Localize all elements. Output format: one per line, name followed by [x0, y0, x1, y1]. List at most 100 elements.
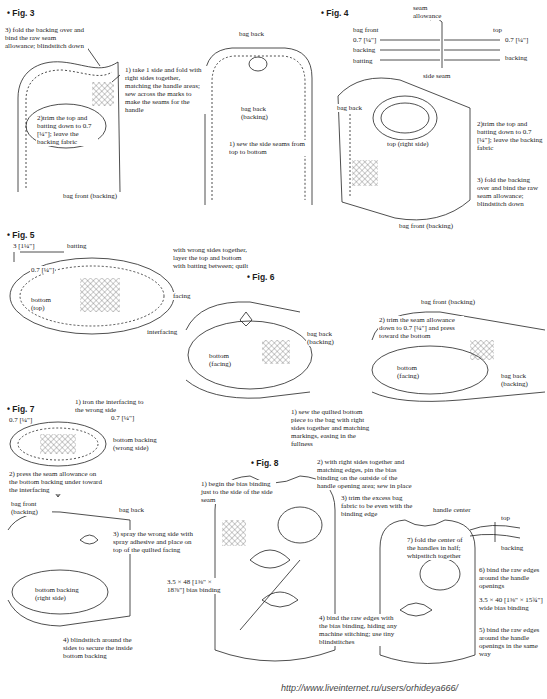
- illustration-path: [240, 560, 300, 630]
- instruction-note: 1) sew the quilted bottom piece to the b…: [290, 408, 376, 448]
- figure-heading: • Fig. 8: [250, 458, 280, 468]
- instruction-note: 1) iron the interfacing to the wrong sid…: [74, 398, 148, 414]
- part-label: bag front: [352, 26, 379, 34]
- dimension-label: 3 [1¼"]: [12, 242, 36, 250]
- illustration-rect: [40, 434, 76, 454]
- instruction-note: 2)trim the top and batting down to 0.7 […: [36, 114, 98, 146]
- illustration-ellipse: [10, 258, 174, 334]
- part-label: seam allowance: [412, 4, 454, 20]
- dimension-label: 0.7 [¼"]: [352, 36, 377, 44]
- illustration-ellipse: [381, 103, 429, 133]
- part-label: bottom backing (right side): [34, 586, 90, 602]
- instruction-note: 2) with right sides together and matchin…: [316, 458, 414, 490]
- illustration-line: [380, 40, 440, 41]
- part-label: bag front (backing): [398, 222, 454, 230]
- figure-heading: • Fig. 3: [6, 8, 36, 18]
- illustration-ellipse: [26, 104, 106, 148]
- instruction-note: 7) fold the center of the handles in hal…: [406, 536, 470, 560]
- illustration-ellipse: [420, 558, 460, 590]
- illustration-line: [380, 50, 440, 51]
- instruction-note: 4) blindstitch around the sides to secur…: [62, 636, 144, 660]
- part-label: bottom (facing): [396, 364, 438, 380]
- part-label: backing: [500, 544, 524, 552]
- instruction-note: 1) sew the side seams from top to bottom: [228, 140, 310, 156]
- instruction-note: with wrong sides together, layer the top…: [172, 246, 256, 270]
- part-label: bag front (backing): [420, 298, 476, 306]
- part-label: bottom backing (wrong side): [112, 436, 164, 452]
- illustration-rect: [470, 340, 494, 360]
- illustration-path: [372, 392, 545, 401]
- illustration-path: [338, 78, 470, 220]
- illustration-rect: [352, 160, 378, 186]
- part-label: bag front (backing): [10, 500, 52, 516]
- line-art: [8, 18, 545, 663]
- illustration-line: [444, 60, 500, 61]
- instruction-note: 3) spray the wrong side with spray adhes…: [112, 530, 200, 554]
- instruction-note: 3) fold the backing over and bind the ra…: [476, 176, 544, 208]
- figure-heading: • Fig. 4: [320, 8, 350, 18]
- figure-heading: • Fig. 6: [246, 272, 276, 282]
- instruction-note: 5) bind the raw edges around the handle …: [478, 626, 544, 658]
- part-label: side seam: [422, 72, 451, 80]
- figure-heading: • Fig. 7: [6, 404, 36, 414]
- figure-heading: • Fig. 5: [6, 230, 36, 240]
- part-label: backing: [504, 54, 528, 62]
- part-label: bottom (top): [30, 296, 66, 312]
- instruction-note: 3) fold the backing over and bind the ra…: [4, 26, 88, 50]
- part-label: bag back: [336, 104, 370, 112]
- part-label: handle center: [432, 506, 472, 514]
- illustration-rect: [262, 340, 290, 364]
- illustration-path: [80, 535, 98, 544]
- part-label: bag front (backing): [62, 192, 118, 200]
- illustration-line: [20, 252, 64, 253]
- part-label: facing: [172, 292, 192, 300]
- illustration-ellipse: [20, 266, 164, 326]
- part-label: bag back: [238, 30, 265, 38]
- illustration-ellipse: [249, 57, 267, 71]
- dimension-label: 0.7 [¼"]: [110, 414, 135, 422]
- instruction-note: 1) take 1 side and fold with right sides…: [124, 66, 208, 114]
- dimension-label: 0.7 [¼"]: [30, 266, 55, 274]
- part-label: top: [500, 514, 511, 522]
- illustration-line: [444, 40, 500, 41]
- illustration-line: [442, 22, 443, 68]
- illustration-path: [262, 592, 298, 607]
- illustration-ellipse: [12, 570, 108, 614]
- instruction-note: 2) press the seam allowance on the botto…: [8, 470, 106, 494]
- instruction-note: 1) begin the bias binding just to the si…: [200, 480, 276, 504]
- illustration-path: [240, 312, 252, 326]
- part-label: top (right side): [386, 140, 430, 148]
- illustration-rect: [80, 278, 120, 312]
- illustration-ellipse: [373, 96, 437, 140]
- illustration-rect: [92, 82, 114, 106]
- illustration-line: [380, 60, 440, 61]
- part-label: batting: [66, 242, 87, 250]
- illustration-path: [372, 312, 545, 340]
- dimension-label: 3.5 × 48 [1⅜" × 18⅞"] bias binding: [166, 578, 226, 594]
- illustration-path: [400, 603, 432, 616]
- illustration-path: [205, 48, 312, 205]
- illustration-line: [112, 75, 120, 82]
- illustration-line: [86, 46, 100, 66]
- part-label: bottom (facing): [208, 352, 246, 368]
- illustration-ellipse: [188, 321, 312, 389]
- dimension-label: 0.7 [¼"]: [504, 36, 529, 44]
- instruction-note: 2)trim the top and batting down to 0.7 […: [476, 120, 544, 152]
- instruction-note: 4) bind the raw edges with the bias bind…: [318, 614, 404, 646]
- illustration-line: [495, 522, 496, 542]
- instruction-note: 3) trim the excess bag fabric to be even…: [340, 494, 418, 518]
- dimension-label: 0.7 [¼"]: [8, 416, 33, 424]
- watermark: http://www.liveinternet.ru/users/orhidey…: [280, 684, 459, 692]
- part-label: bag back: [118, 506, 145, 514]
- instruction-note: 2) trim the seam allowance down to 0.7 […: [378, 316, 464, 340]
- illustration-ellipse: [278, 507, 322, 543]
- illustration-ellipse: [10, 422, 106, 466]
- illustration-path: [18, 62, 120, 192]
- part-label: top: [492, 26, 503, 34]
- illustration-path: [250, 550, 290, 568]
- part-label: backing: [352, 46, 376, 54]
- dimension-label: 3.5 × 40 [1⅜" × 15¾"] wide bias binding: [478, 596, 544, 612]
- illustration-line: [444, 50, 500, 51]
- illustration-path: [350, 104, 351, 196]
